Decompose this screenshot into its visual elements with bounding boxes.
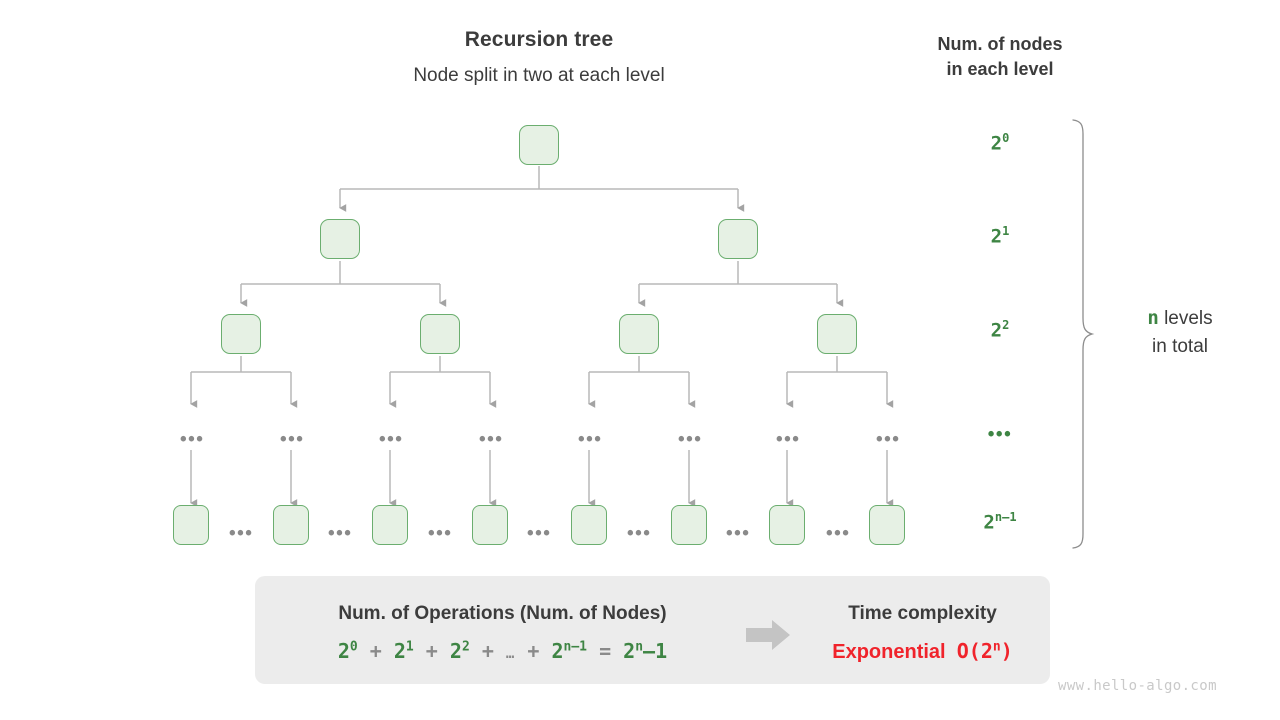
formula-plus: + bbox=[369, 639, 382, 663]
time-complexity-value: Exponential O(2n) bbox=[800, 639, 1045, 664]
leaf-gap-ellipsis: ••• bbox=[726, 523, 751, 544]
tree-connectors bbox=[190, 166, 894, 507]
levels-brace bbox=[1072, 119, 1095, 549]
leaf-gap-ellipsis: ••• bbox=[229, 523, 254, 544]
formula-plus: + bbox=[425, 639, 438, 663]
tree-leaf-node[interactable] bbox=[273, 505, 309, 545]
leaf-gap-ellipsis: ••• bbox=[328, 523, 353, 544]
tree-node-root[interactable] bbox=[519, 125, 559, 165]
tree-node[interactable] bbox=[718, 219, 758, 259]
summary-panel bbox=[255, 576, 1050, 684]
level-count-base: 2 bbox=[990, 319, 1003, 342]
formula-plus: + bbox=[481, 639, 494, 663]
tree-ellipsis: ••• bbox=[678, 429, 703, 450]
level-count-exp: 2 bbox=[1002, 318, 1010, 332]
page-title: Recursion tree bbox=[464, 28, 614, 51]
leaf-gap-ellipsis: ••• bbox=[826, 523, 851, 544]
level-count-exp: 0 bbox=[1002, 131, 1010, 145]
time-complexity-label: Exponential bbox=[832, 641, 946, 663]
levels-note-var: n bbox=[1147, 307, 1159, 329]
tree-node[interactable] bbox=[619, 314, 659, 354]
level-count-2: 22 bbox=[955, 318, 1045, 341]
tree-leaf-node[interactable] bbox=[671, 505, 707, 545]
tree-ellipsis: ••• bbox=[379, 429, 404, 450]
big-o-notation: O(2n) bbox=[956, 639, 1013, 663]
tree-node[interactable] bbox=[420, 314, 460, 354]
tree-leaf-node[interactable] bbox=[769, 505, 805, 545]
tree-ellipsis: ••• bbox=[180, 429, 205, 450]
level-count-0: 20 bbox=[955, 131, 1045, 154]
level-count-ellipsis: ••• bbox=[987, 424, 1013, 445]
formula-plus: + bbox=[527, 639, 540, 663]
tree-ellipsis: ••• bbox=[578, 429, 603, 450]
formula-equals: = bbox=[599, 639, 612, 663]
tree-leaf-node[interactable] bbox=[472, 505, 508, 545]
leaf-gap-ellipsis: ••• bbox=[527, 523, 552, 544]
counts-header-line1: Num. of nodes bbox=[937, 34, 1063, 54]
formula-term-2: 21 bbox=[393, 639, 414, 663]
counts-column-header: Num. of nodes in each level bbox=[905, 32, 1095, 82]
levels-note-line2: in total bbox=[1152, 336, 1208, 357]
leaf-gap-ellipsis: ••• bbox=[627, 523, 652, 544]
operations-title: Num. of Operations (Num. of Nodes) bbox=[338, 603, 667, 624]
tree-node[interactable] bbox=[320, 219, 360, 259]
tree-ellipsis: ••• bbox=[876, 429, 901, 450]
levels-note-line1: levels bbox=[1158, 308, 1213, 329]
tree-leaf-node[interactable] bbox=[571, 505, 607, 545]
formula-result: 2n–1 bbox=[623, 639, 668, 663]
tree-leaf-node[interactable] bbox=[869, 505, 905, 545]
tree-node[interactable] bbox=[817, 314, 857, 354]
page-subtitle: Node split in two at each level bbox=[413, 65, 665, 86]
level-count-exp: n–1 bbox=[994, 510, 1017, 524]
counts-header-line2: in each level bbox=[946, 59, 1054, 79]
time-complexity-title: Time complexity bbox=[848, 603, 997, 624]
formula-term-3: 22 bbox=[449, 639, 470, 663]
formula-term-1: 20 bbox=[337, 639, 358, 663]
level-count-1: 21 bbox=[955, 224, 1045, 247]
formula-term-last: 2n–1 bbox=[551, 639, 588, 663]
operations-formula: 20 + 21 + 22 + … + 2n–1 = 2n–1 bbox=[255, 639, 750, 663]
tree-leaf-node[interactable] bbox=[372, 505, 408, 545]
tree-ellipsis: ••• bbox=[280, 429, 305, 450]
level-count-base: 2 bbox=[990, 225, 1003, 248]
right-arrow-icon bbox=[746, 620, 790, 650]
tree-ellipsis: ••• bbox=[479, 429, 504, 450]
level-count-exp: 1 bbox=[1002, 224, 1010, 238]
levels-total-note: n levels in total bbox=[1105, 304, 1255, 361]
formula-ellipsis: … bbox=[505, 646, 516, 662]
tree-node[interactable] bbox=[221, 314, 261, 354]
tree-ellipsis: ••• bbox=[776, 429, 801, 450]
level-count-last: 2n–1 bbox=[955, 510, 1045, 533]
level-count-base: 2 bbox=[983, 511, 995, 534]
leaf-gap-ellipsis: ••• bbox=[428, 523, 453, 544]
watermark: www.hello-algo.com bbox=[1058, 678, 1217, 694]
level-count-base: 2 bbox=[990, 132, 1003, 155]
tree-leaf-node[interactable] bbox=[173, 505, 209, 545]
